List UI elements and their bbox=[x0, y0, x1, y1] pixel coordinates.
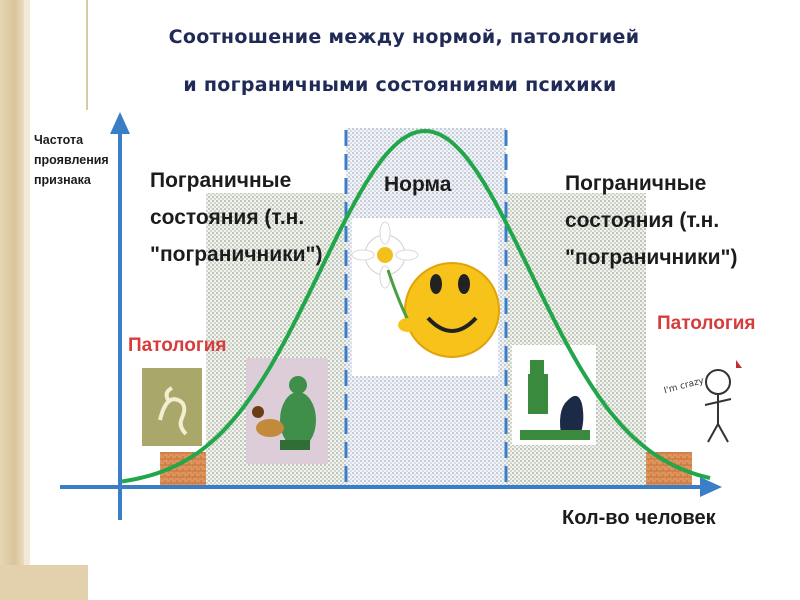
borderline-label-right: Пограничные состояния (т.н. "пограничник… bbox=[565, 165, 775, 276]
borderline-right-line-3: "пограничники") bbox=[565, 246, 738, 269]
title-line-1: Соотношение между нормой, патологией bbox=[168, 26, 640, 48]
y-axis-label: Частота проявления признака bbox=[34, 130, 124, 190]
x-axis-label: Кол-во человек bbox=[562, 507, 716, 529]
y-axis-label-line-2: проявления bbox=[34, 153, 109, 167]
crazy-sketch-icon: I'm crazy bbox=[660, 345, 750, 445]
borderline-right-line-1: Пограничные bbox=[565, 172, 707, 195]
pathology-label-right: Патология bbox=[657, 313, 756, 334]
paper-texture-strip bbox=[0, 0, 24, 600]
y-axis-arrow bbox=[110, 112, 130, 134]
smiley-with-daisy-icon bbox=[351, 218, 500, 376]
pathology-label-left: Патология bbox=[128, 335, 227, 356]
borderline-left-line-3: "пограничники") bbox=[150, 243, 323, 266]
y-axis-label-line-3: признака bbox=[34, 173, 91, 187]
soldier-statue-with-dog-icon bbox=[512, 345, 596, 445]
borderline-right-line-2: состояния (т.н. bbox=[565, 209, 720, 232]
norm-label: Норма bbox=[384, 173, 452, 196]
borderline-left-line-1: Пограничные bbox=[150, 169, 292, 192]
borderline-left-line-2: состояния (т.н. bbox=[150, 206, 305, 229]
y-axis-label-line-1: Частота bbox=[34, 133, 84, 147]
figure-on-green-icon bbox=[142, 368, 202, 446]
bell-curve bbox=[121, 128, 711, 484]
x-axis-arrow bbox=[700, 477, 722, 497]
title-line-2: и пограничными состояниями психики bbox=[183, 74, 617, 96]
paper-texture-bottom bbox=[0, 565, 88, 600]
paper-texture-edge bbox=[24, 0, 30, 600]
page-edge-line bbox=[86, 0, 88, 110]
soldier-with-dog-icon bbox=[246, 358, 328, 464]
borderline-label-left: Пограничные состояния (т.н. "пограничник… bbox=[150, 162, 350, 273]
